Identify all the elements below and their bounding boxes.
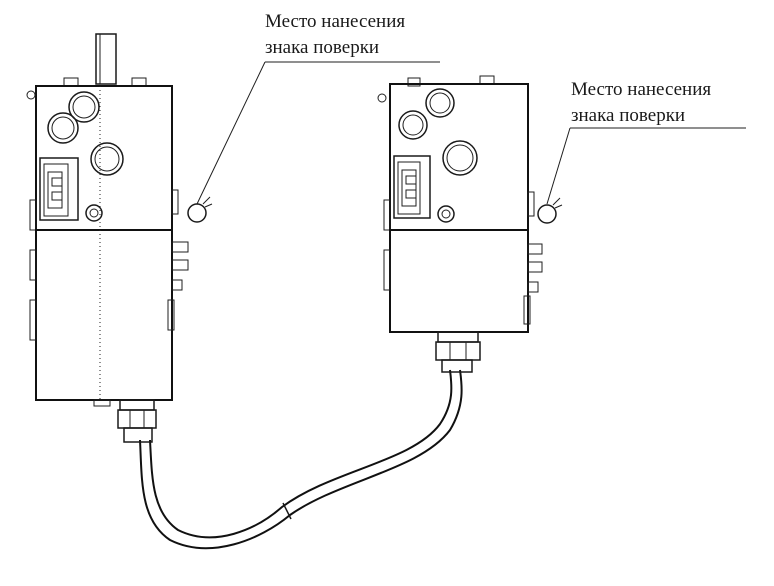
caption-line-1: Место нанесения [265,11,406,32]
caption-line-2: знака поверки [265,37,380,58]
left-device [26,33,213,443]
mark-place-caption-right: Место нанесения знака поверки [571,77,711,129]
caption-line-2: знака поверки [571,105,686,126]
mark-place-caption-left: Место нанесения знака поверки [265,9,405,61]
caption-line-1: Место нанесения [571,79,712,100]
right-device [377,75,563,373]
leader-lines [196,61,746,205]
connecting-cable [139,369,463,550]
